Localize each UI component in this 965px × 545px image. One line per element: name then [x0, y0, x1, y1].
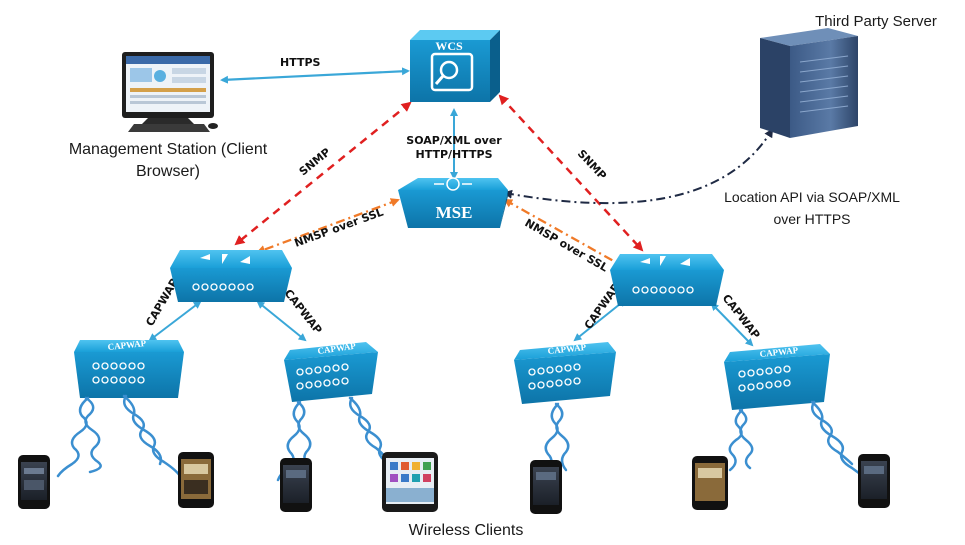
nmsp-right-label: NMSP over SSL: [523, 216, 611, 274]
mse-device-icon: [398, 177, 508, 228]
access-point-4-label: CAPWAP: [759, 345, 799, 359]
third-party-server-icon: [760, 28, 858, 138]
tablet-icon: [382, 452, 438, 512]
wireless-signal-icon: [728, 408, 754, 472]
smartphone-icon: [178, 452, 214, 508]
capwap-link-label: CAPWAP: [282, 287, 325, 337]
https-link: [220, 67, 410, 84]
capwap-link: [148, 300, 202, 342]
access-point-3: [514, 342, 616, 404]
wireless-signal-icon: [122, 394, 182, 478]
access-point-3-label: CAPWAP: [547, 342, 587, 356]
access-point-1-label: CAPWAP: [107, 338, 147, 352]
nmsp-left-link: [256, 198, 400, 254]
snmp-right-label: SNMP: [575, 147, 609, 182]
nmsp-left-label: NMSP over SSL: [293, 206, 386, 250]
wireless-lan-controller-right: [610, 254, 724, 306]
management-station-label-line1: Management Station (Client: [69, 141, 268, 158]
wireless-signal-icon: [544, 402, 570, 474]
wireless-clients-label: Wireless Clients: [409, 522, 524, 539]
access-point-4: [724, 344, 830, 410]
mse-label: MSE: [436, 203, 473, 222]
smartphone-icon: [280, 458, 312, 512]
capwap-link: [710, 302, 754, 347]
third-party-server-label: Third Party Server: [815, 13, 937, 30]
snmp-right-link: [498, 94, 644, 252]
access-point-2: [284, 342, 378, 402]
smartphone-icon: [858, 454, 890, 508]
soap-xml-label-line2: HTTP/HTTPS: [416, 148, 493, 161]
https-link-label: HTTPS: [280, 56, 321, 69]
smartphone-icon: [530, 460, 562, 514]
smartphone-icon: [692, 456, 728, 510]
management-station-icon: [122, 52, 218, 132]
smartphone-icon: [18, 455, 50, 509]
location-api-label-line1: Location API via SOAP/XML: [724, 189, 900, 205]
location-api-link: [503, 128, 774, 205]
snmp-left-link: [234, 101, 412, 246]
snmp-left-label: SNMP: [297, 145, 333, 178]
soap-xml-label-line1: SOAP/XML over: [406, 134, 502, 147]
wcs-device-icon: [410, 30, 500, 102]
wireless-signal-icon: [56, 396, 102, 478]
access-point-1: [74, 340, 184, 398]
location-api-label-line2: over HTTPS: [773, 211, 850, 227]
capwap-link: [573, 298, 627, 342]
capwap-link: [256, 300, 307, 342]
wcs-label: WCS: [435, 39, 463, 53]
management-station-label-line2: Browser): [136, 163, 200, 180]
nmsp-right-link: [503, 198, 628, 270]
wireless-signal-icon: [810, 400, 868, 480]
wireless-lan-controller-left: [170, 250, 292, 302]
